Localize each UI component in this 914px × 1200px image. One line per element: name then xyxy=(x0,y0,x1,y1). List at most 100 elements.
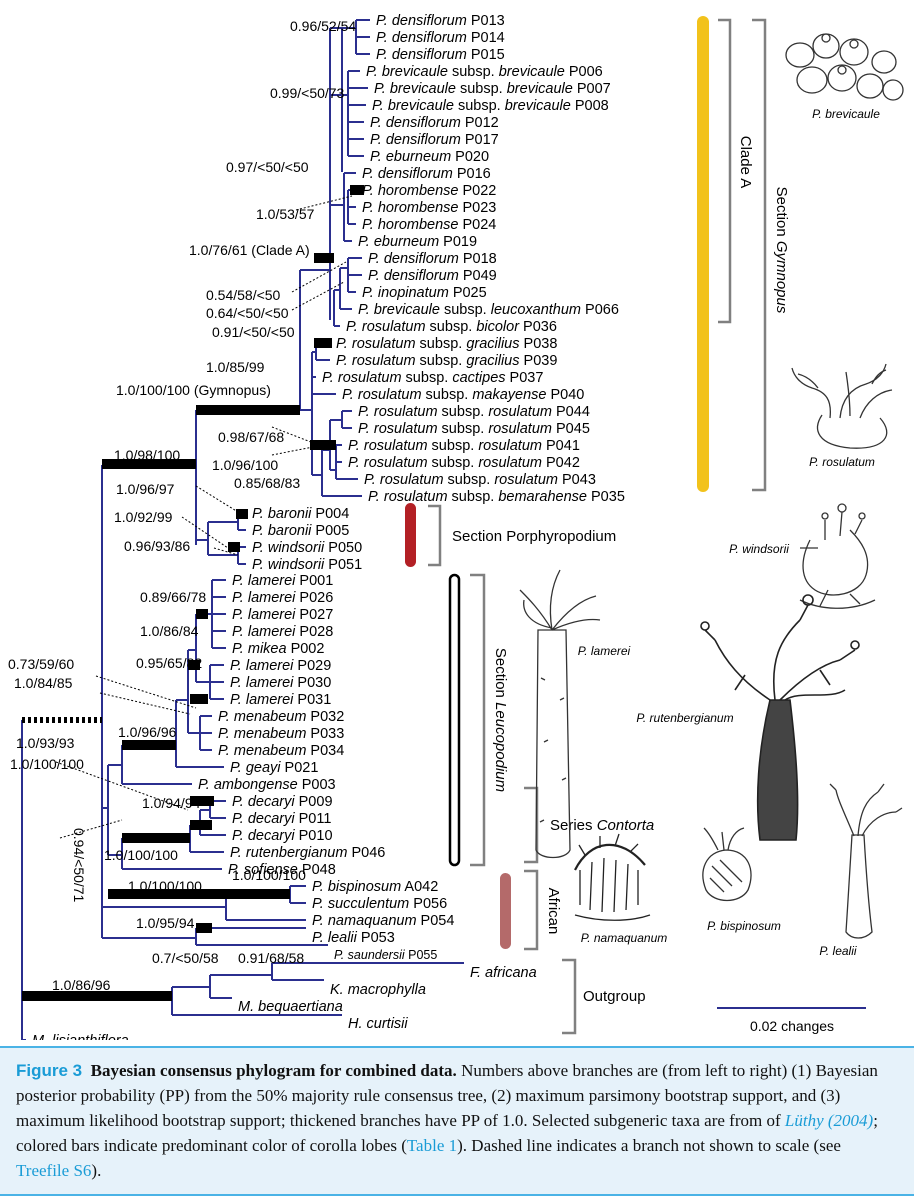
tip-label: P. brevicaule subsp. brevicaule P008 xyxy=(372,98,609,114)
tip-label: P. ambongense P003 xyxy=(198,777,336,793)
tip-label: K. macrophylla xyxy=(330,982,426,998)
red-color-bar xyxy=(405,503,416,567)
support-value: 0.97/<50/<50 xyxy=(226,159,309,175)
illustration-windsorii xyxy=(799,503,876,609)
supported-branch xyxy=(102,459,196,469)
supported-branch xyxy=(188,660,200,670)
illustration-rosulatum-label: P. rosulatum xyxy=(809,455,875,469)
tip-label: P. saundersii P055 xyxy=(334,948,437,962)
supported-branch xyxy=(196,609,208,619)
tip-label: P. densiflorum P014 xyxy=(376,30,505,46)
supported-branch xyxy=(190,796,214,806)
supported-branch xyxy=(196,405,300,415)
supported-branch xyxy=(350,185,364,195)
support-value: 1.0/96/100 xyxy=(212,457,278,473)
support-value: 1.0/86/84 xyxy=(140,623,199,639)
tip-label: P. mikea P002 xyxy=(232,641,324,657)
tip-label: P. horombense P024 xyxy=(362,217,496,233)
support-value: 0.64/<50/<50 xyxy=(206,305,289,321)
tip-label: P. menabeum P034 xyxy=(218,743,344,759)
support-value: 0.7/<50/58 xyxy=(152,950,219,966)
tip-label: F. africana xyxy=(470,965,537,981)
tip-label: P. menabeum P033 xyxy=(218,726,344,742)
tip-label: P. baronii P004 xyxy=(252,506,349,522)
support-value: 1.0/96/96 xyxy=(118,724,177,740)
support-value: 1.0/94/94 xyxy=(142,795,201,811)
support-value: 0.96/52/54 xyxy=(290,18,356,34)
figure-caption: Figure 3 Bayesian consensus phylogram fo… xyxy=(0,1046,914,1196)
caption-title: Bayesian consensus phylogram for combine… xyxy=(90,1061,457,1080)
tip-label: P. rosulatum subsp. rosulatum P043 xyxy=(364,472,596,488)
tip-label: P. inopinatum P025 xyxy=(362,285,487,301)
tip-label: P. decaryi P011 xyxy=(232,811,331,827)
support-value: 1.0/100/100 xyxy=(10,756,84,772)
support-value: 0.94/<50/71 xyxy=(71,828,87,903)
tip-label: P. rosulatum subsp. makayense P040 xyxy=(342,387,584,403)
tip-label: P. densiflorum P015 xyxy=(376,47,505,63)
illustration-bispinosum xyxy=(702,827,752,902)
caption-ref-luthy[interactable]: Lüthy (2004) xyxy=(784,1111,874,1130)
tip-label: P. rosulatum subsp. rosulatum P045 xyxy=(358,421,590,437)
illustration-lamerei xyxy=(519,569,601,859)
tip-label: P. lamerei P028 xyxy=(232,624,333,640)
supported-branch xyxy=(108,889,226,899)
caption-body-2: ; colored bars indicate predominant colo… xyxy=(16,1111,878,1155)
tip-label: P. rosulatum subsp. bicolor P036 xyxy=(346,319,557,335)
illustration-rutenbergianum xyxy=(700,594,860,841)
illustration-rutenbergianum-label: P. rutenbergianum xyxy=(636,711,733,725)
support-value: 1.0/100/100 (Gymnopus) xyxy=(116,382,271,398)
illustration-bispinosum-label: P. bispinosum xyxy=(707,919,781,933)
tip-label: P. windsorii P051 xyxy=(252,557,362,573)
supported-branch xyxy=(122,833,190,843)
illustration-windsorii-label: P. windsorii xyxy=(729,542,789,556)
caption-ref-treefile[interactable]: Treefile S6 xyxy=(16,1161,92,1180)
caption-body-3: ). Dashed line indicates a branch not sh… xyxy=(457,1136,841,1155)
tip-label: P. eburneum P019 xyxy=(358,234,477,250)
illustration-lealii xyxy=(829,783,903,939)
support-value: 1.0/100/100 xyxy=(128,878,202,894)
support-value: 0.73/59/60 xyxy=(8,656,74,672)
supported-branches xyxy=(22,185,364,1001)
tip-label: P. eburneum P020 xyxy=(370,149,489,165)
supported-branch xyxy=(228,542,240,552)
tip-label: P. lamerei P029 xyxy=(230,658,331,674)
tip-label: P. horombense P022 xyxy=(362,183,496,199)
tip-label: P. namaquanum P054 xyxy=(312,913,454,929)
tip-label: M. lisianthiflora xyxy=(32,1033,129,1040)
section-porphyropodium-label: Section Porphyropodium xyxy=(452,528,616,545)
support-value: 1.0/92/99 xyxy=(114,509,173,525)
support-values: 0.96/52/540.99/<50/730.97/<50/<501.0/53/… xyxy=(8,18,356,993)
section-leucopodium-label: Section Leucopodium xyxy=(492,648,509,792)
illustration-namaquanum-label: P. namaquanum xyxy=(581,931,668,945)
tip-label: P. horombense P023 xyxy=(362,200,496,216)
illustration-brevicaule xyxy=(785,33,904,101)
caption-body-4: ). xyxy=(91,1161,102,1180)
support-value: 0.98/67/68 xyxy=(218,429,284,445)
supported-branch xyxy=(122,740,176,750)
support-value: 1.0/98/100 xyxy=(114,447,180,463)
support-value: 0.89/66/78 xyxy=(140,589,206,605)
support-value: 1.0/85/99 xyxy=(206,359,265,375)
support-value: 1.0/93/93 xyxy=(16,735,75,751)
supported-branch xyxy=(22,991,172,1001)
tip-label: P. rosulatum subsp. rosulatum P042 xyxy=(348,455,580,471)
illustration-rosulatum xyxy=(791,363,893,449)
support-value: 0.91/<50/<50 xyxy=(212,324,295,340)
tip-label: P. baronii P005 xyxy=(252,523,349,539)
support-value: 1.0/96/97 xyxy=(116,481,175,497)
tip-label: P. densiflorum P016 xyxy=(362,166,491,182)
tip-label: P. densiflorum P013 xyxy=(376,13,505,29)
caption-ref-table1[interactable]: Table 1 xyxy=(406,1136,458,1155)
supported-branch xyxy=(196,923,212,933)
tip-label: P. rosulatum subsp. rosulatum P044 xyxy=(358,404,590,420)
tip-label: P. windsorii P050 xyxy=(252,540,362,556)
tip-label: P. lamerei P001 xyxy=(232,573,333,589)
tip-label: P. menabeum P032 xyxy=(218,709,344,725)
tip-label: P. sofiense P048 xyxy=(228,862,336,878)
series-contorta-label: Series Contorta xyxy=(550,817,654,834)
outline-color-bar xyxy=(448,573,461,867)
support-value: 0.95/65/82 xyxy=(136,655,202,671)
support-value: 1.0/76/61 (Clade A) xyxy=(189,242,310,258)
